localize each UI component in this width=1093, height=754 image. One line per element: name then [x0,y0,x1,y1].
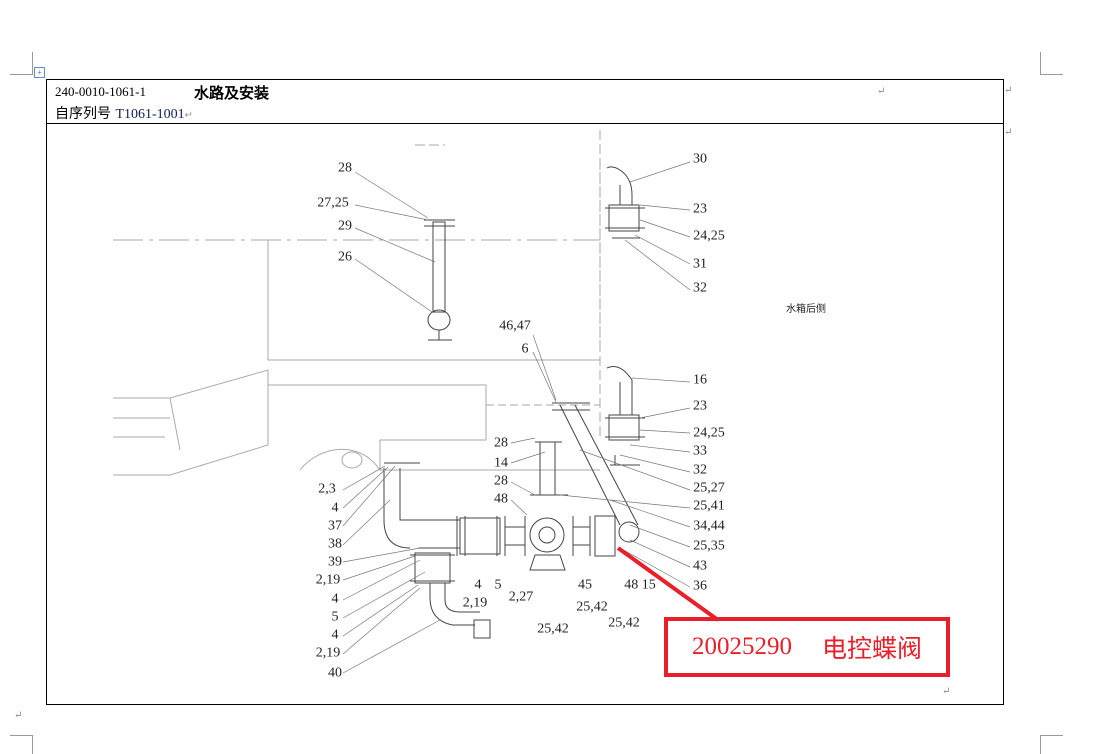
part-label: 45 [578,577,592,593]
right-pipes [605,166,645,466]
doc-title: 水路及安装 [194,84,270,102]
part-label: 2,27 [508,589,534,605]
part-label: 25,41 [693,498,725,514]
part-label: 5 [494,577,502,593]
paragraph-mark: ↵ [1004,85,1013,96]
paragraph-mark: ↵ [1004,127,1013,138]
callout-arrow [616,546,720,622]
part-label: 5 [331,609,339,625]
part-label: 26 [338,249,352,265]
part-label: 23 [693,398,707,414]
part-label: 4 [331,500,339,516]
part-label: 25,42 [608,615,640,631]
serial-label: 自序列号 [55,106,111,122]
part-label: 48 [494,491,508,507]
crop-mark [1040,52,1063,75]
part-label: 23 [693,201,707,217]
part-label: 37 [328,518,342,534]
part-label: 25,27 [693,480,725,496]
part-label: 36 [693,578,707,594]
valve-callout-box: 20025290 电控蝶阀 [664,617,950,677]
serial-value: T1061-1001 [115,107,185,122]
part-label: 4 [331,591,339,607]
part-label: 2,19 [462,595,488,611]
part-label: 2,19 [315,572,341,588]
part-label: 24,25 [693,425,725,441]
paragraph-mark: ↵ [942,686,951,697]
part-label: 32 [693,462,707,478]
leader-lines [342,161,691,674]
part-label: 14 [494,455,508,471]
part-label: 25,35 [693,538,725,554]
serial-line: 自序列号 T1061-1001↵ [55,106,194,122]
part-label: 28 [494,435,508,451]
part-label: 30 [693,151,707,167]
part-label: 25,42 [537,621,569,637]
crop-mark [1040,735,1063,754]
header-row: 240-0010-1061-1 水路及安装 自序列号 T1061-1001↵ ↵ [47,80,1003,124]
part-label: 43 [693,558,707,574]
doc-number: 240-0010-1061-1 [55,84,146,99]
part-label: 32 [693,280,707,296]
crop-mark [10,52,33,75]
drawing-table: 240-0010-1061-1 水路及安装 自序列号 T1061-1001↵ ↵ [46,79,1004,705]
part-label: 39 [328,554,342,570]
part-label: 38 [328,536,342,552]
part-label: 29 [338,218,352,234]
paragraph-mark: ↵ [14,710,23,721]
note-tank-rear: 水箱后侧 [786,304,826,315]
main-pipe-run [383,402,640,639]
paragraph-mark: ↵ [877,86,886,97]
part-label: 33 [693,443,707,459]
part-label: 40 [328,665,342,681]
part-label: 6 [521,341,529,357]
part-label: 27,25 [317,195,349,211]
callout-part-name: 电控蝶阀 [821,636,922,663]
part-label: 46,47 [499,318,531,334]
part-label: 2,19 [315,645,341,661]
part-label: 4 [331,627,339,643]
callout-part-number: 20025290 [691,633,792,660]
vertical-pipe-26 [424,219,455,341]
crop-mark [10,735,33,754]
part-label: 25,42 [576,599,608,615]
vehicle-outline [113,130,601,476]
table-move-handle-icon[interactable]: + [34,67,45,78]
part-label: 16 [693,372,707,388]
part-label: 48 15 [624,577,656,593]
part-label: 31 [693,256,707,272]
part-label: 34,44 [693,518,725,534]
part-label: 24,25 [693,228,725,244]
part-label: 4 [474,577,482,593]
part-label: 28 [494,473,508,489]
part-label: 28 [338,160,352,176]
part-label: 2,3 [318,481,336,497]
